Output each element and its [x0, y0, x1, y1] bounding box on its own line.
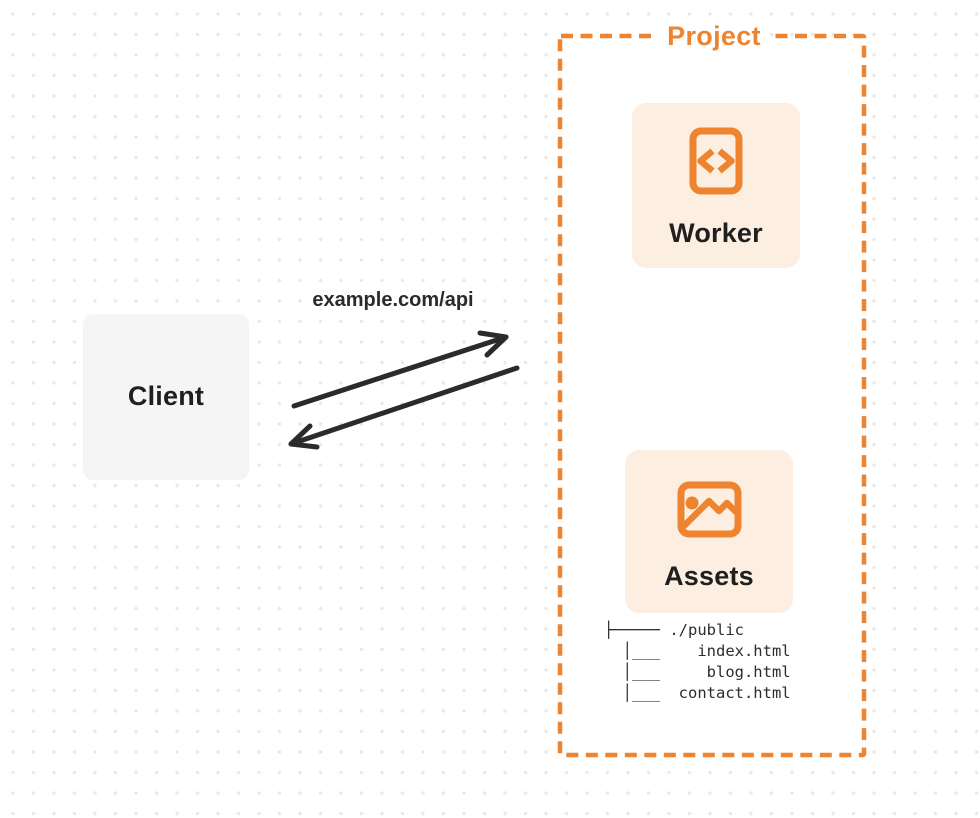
request-url-label: example.com/api — [312, 289, 474, 311]
code-icon — [689, 127, 743, 195]
request-arrow — [291, 334, 509, 409]
image-icon — [677, 481, 741, 538]
client-label: Client — [127, 381, 205, 412]
project-label: Project — [667, 21, 761, 51]
assets-card: Assets — [625, 450, 793, 613]
worker-card: Worker — [632, 103, 800, 268]
response-arrowhead-icon — [288, 423, 320, 450]
response-arrow — [288, 365, 520, 447]
request-arrowhead-icon — [477, 330, 509, 358]
client-card: Client — [83, 314, 249, 480]
assets-file-tree: ├───── ./public │___ index.html │___ blo… — [604, 621, 791, 702]
assets-label: Assets — [664, 561, 754, 591]
worker-label: Worker — [669, 218, 763, 248]
